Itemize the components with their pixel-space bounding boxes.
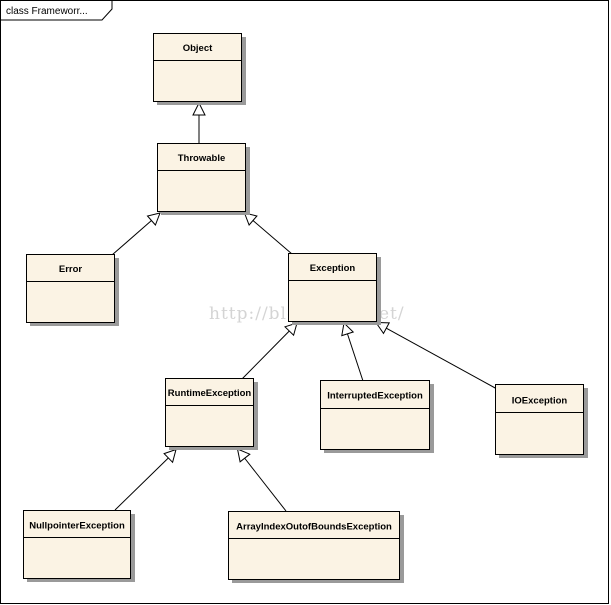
- class-throwable-box: [157, 143, 246, 212]
- class-runtime-exception-name: RuntimeException: [168, 388, 252, 399]
- class-interrupted-exception[interactable]: InterruptedException: [320, 380, 435, 454]
- inherit-arrowhead-exception-throwable: [243, 212, 258, 226]
- inherit-arrowhead-error-throwable: [146, 212, 161, 226]
- inherit-arrowhead-interrupted-exception: [341, 321, 355, 337]
- class-nullpointer-exception[interactable]: NullpointerException: [23, 510, 136, 583]
- class-throwable[interactable]: Throwable: [157, 143, 251, 216]
- class-array-index-exception[interactable]: ArrayIndexOutofBoundsException: [228, 511, 405, 584]
- class-throwable-name: Throwable: [178, 153, 226, 164]
- class-error-name: Error: [59, 264, 83, 275]
- inherit-line-io-exception: [386, 327, 498, 390]
- inherit-line-exception-throwable: [252, 220, 293, 255]
- class-array-index-exception-name: ArrayIndexOutofBoundsException: [236, 522, 392, 533]
- inherit-arrowhead-io-exception: [375, 321, 391, 335]
- inherit-arrowhead-runtime-exception: [284, 322, 298, 337]
- inherit-line-interrupted-exception: [347, 333, 364, 382]
- class-object[interactable]: Object: [153, 33, 247, 106]
- class-runtime-exception-box: [165, 378, 254, 447]
- class-io-exception[interactable]: IOException: [495, 384, 589, 459]
- class-exception[interactable]: Exception: [288, 253, 382, 326]
- class-array-index-exception-box: [228, 511, 400, 580]
- class-exception-box: [288, 253, 377, 322]
- class-interrupted-exception-name: InterruptedException: [327, 391, 423, 402]
- inherit-line-nullpointer-runtime: [114, 457, 169, 511]
- frame-label: class Frameworr...: [6, 6, 88, 17]
- class-object-name: Object: [183, 43, 213, 54]
- class-io-exception-box: [495, 384, 584, 455]
- inherit-line-runtime-exception: [241, 330, 290, 380]
- inherit-arrowhead-nullpointer-runtime: [163, 448, 177, 464]
- class-error[interactable]: Error: [26, 254, 120, 327]
- class-io-exception-name: IOException: [512, 396, 568, 407]
- class-interrupted-exception-box: [320, 380, 430, 450]
- inherit-line-arrayindex-runtime: [244, 458, 287, 512]
- class-object-box: [153, 33, 242, 102]
- class-error-box: [26, 254, 115, 323]
- class-exception-name: Exception: [310, 263, 356, 274]
- inherit-arrowhead-object: [192, 101, 206, 116]
- class-nullpointer-exception-box: [23, 510, 131, 579]
- frame-label-tab: [0, 0, 113, 21]
- inherit-arrowhead-arrayindex-runtime: [236, 448, 251, 463]
- inherit-line-error-throwable: [111, 220, 152, 256]
- class-nullpointer-exception-name: NullpointerException: [29, 521, 125, 532]
- class-runtime-exception[interactable]: RuntimeException: [165, 378, 259, 451]
